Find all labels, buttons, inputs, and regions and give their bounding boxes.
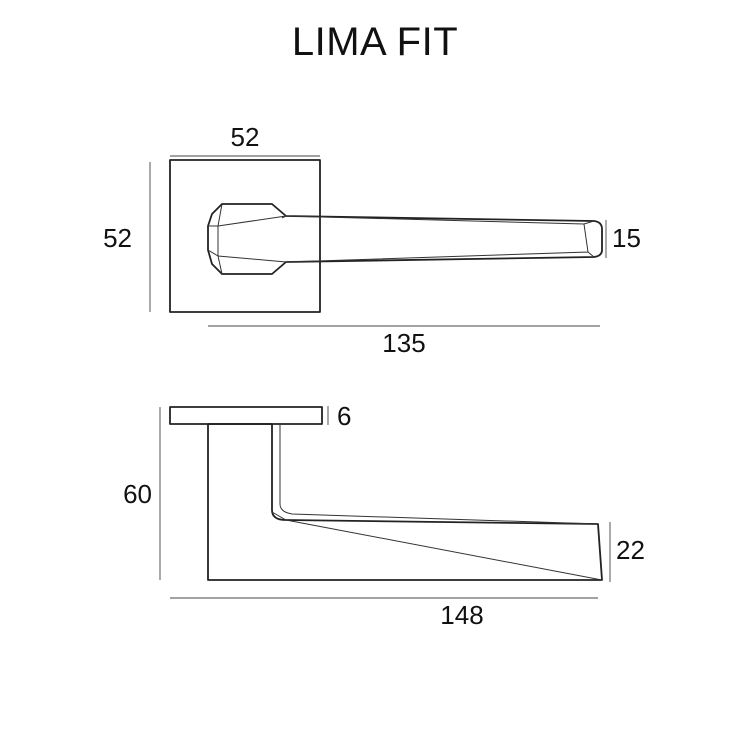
side-view: 6 60 22 148 [123,401,645,630]
product-title: LIMA FIT [291,20,459,64]
dim-label-side-height: 60 [123,479,152,509]
dim-label-rose-height: 52 [103,223,132,253]
dim-label-rose-width: 52 [231,122,260,152]
handle-top-facets [207,203,595,275]
handle-side-facets [271,424,603,581]
dim-label-rose-thickness: 6 [337,401,351,431]
dim-label-side-length: 148 [440,600,483,630]
handle-side-outline [207,423,603,581]
rose-square [169,159,321,313]
dim-label-top-length: 135 [382,328,425,358]
dim-label-grip-end-height: 22 [616,535,645,565]
top-view: 52 52 15 135 [103,122,641,358]
handle-top-outline [207,203,603,275]
rose-plate-side [169,406,323,425]
dim-label-grip-height: 15 [612,223,641,253]
